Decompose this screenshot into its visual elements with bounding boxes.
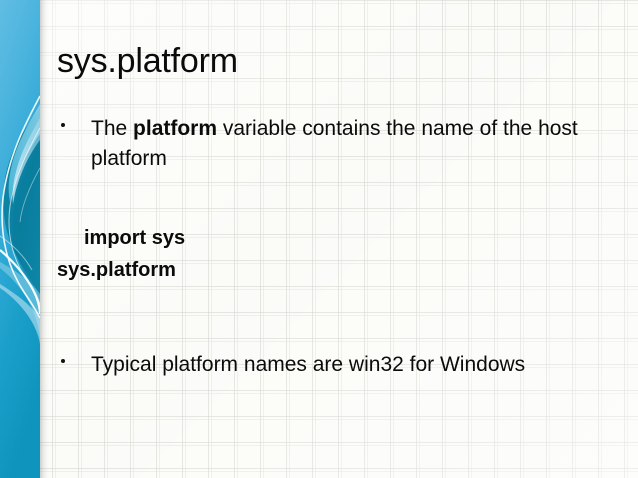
bullet-dot-icon: [61, 359, 65, 363]
code-line-import: import sys: [84, 227, 186, 249]
bullet-1-text-line2: the host platform: [91, 117, 578, 170]
page-title: sys.platform: [57, 42, 238, 80]
bullet-1-text-post: variable contains the name of: [217, 117, 498, 140]
list-item-label: Typical platform names are win32 for Win…: [91, 353, 526, 376]
bullet-dot-icon: [61, 123, 65, 127]
list-item: Typical platform names are win32 for Win…: [61, 350, 606, 380]
bullet-1-text-pre: The: [91, 117, 134, 140]
decorative-wave-band: [0, 0, 40, 478]
code-line-sys-platform: sys.platform: [57, 259, 176, 281]
bullet-1-text-bold: platform: [133, 117, 218, 140]
list-item-label: The platform variable contains the name …: [91, 114, 606, 174]
list-item: The platform variable contains the name …: [61, 114, 606, 174]
